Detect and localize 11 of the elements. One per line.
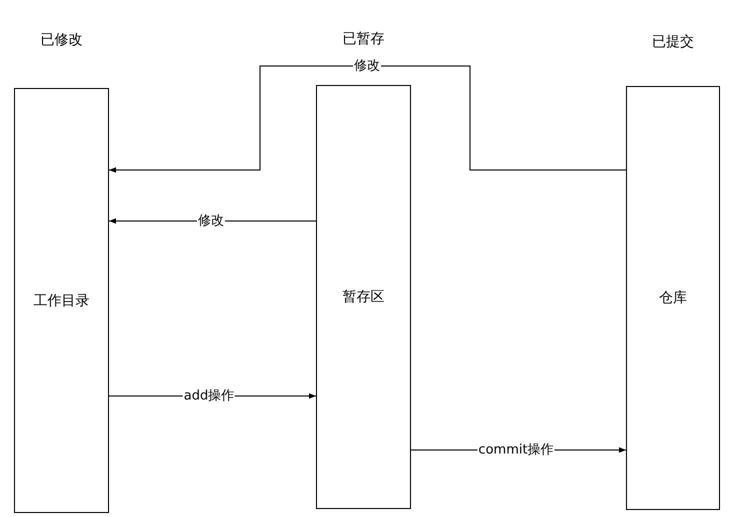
area-name: 工作目录	[34, 292, 90, 310]
edge-label: 修改	[197, 214, 225, 228]
edge-label: add操作	[182, 388, 236, 404]
area-name: 仓库	[659, 289, 687, 307]
arrow	[108, 66, 626, 173]
edge-label: commit操作	[477, 442, 555, 458]
stage-heading: 已修改	[40, 31, 84, 49]
area-name: 暂存区	[342, 288, 384, 306]
edge-label: 修改	[353, 58, 381, 74]
stage-heading: 已暂存	[342, 30, 386, 48]
stage-heading: 已提交	[651, 33, 695, 51]
